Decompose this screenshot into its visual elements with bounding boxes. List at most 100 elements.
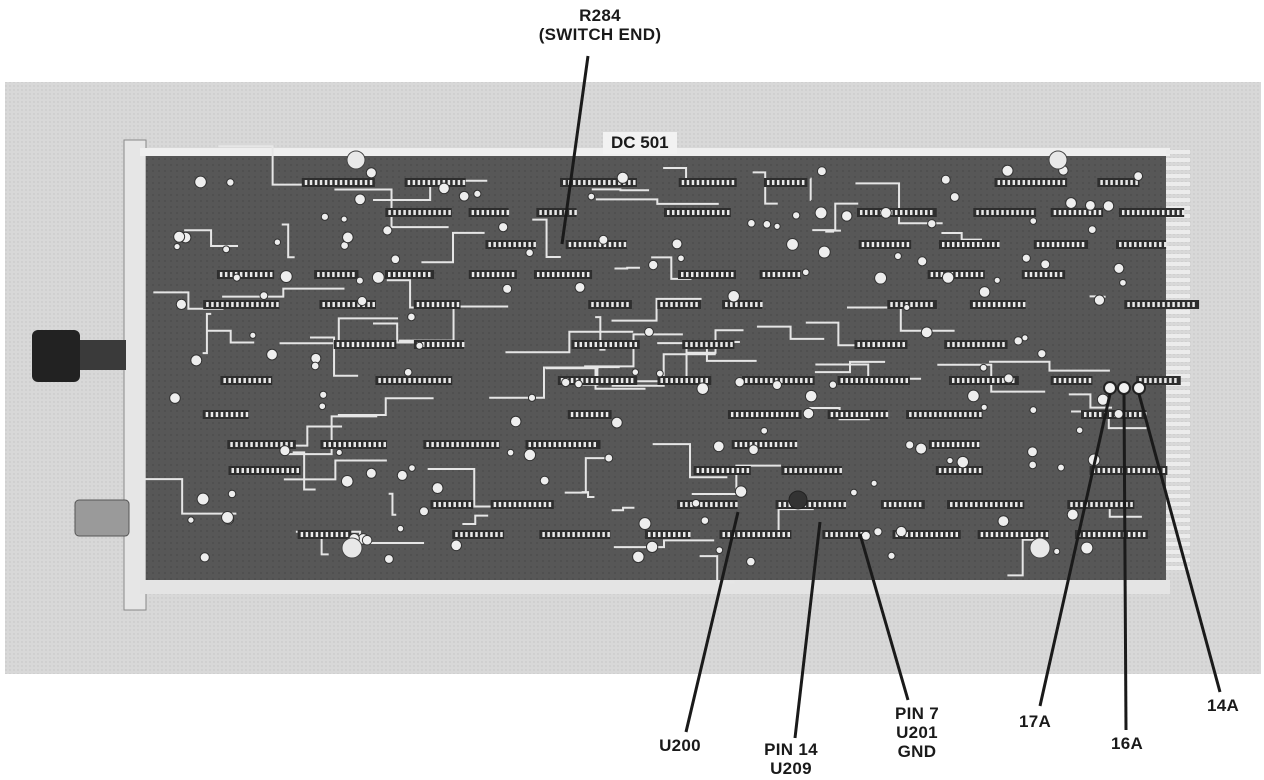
solder-pad (1040, 259, 1051, 270)
edge-finger (1166, 334, 1190, 338)
ic-chip (677, 270, 737, 279)
solder-pad (895, 525, 907, 538)
solder-pad (319, 390, 328, 399)
test-point-17a (1103, 381, 1117, 395)
solder-pad (1028, 460, 1037, 470)
solder-pad (980, 403, 988, 411)
ic-chip (490, 500, 554, 509)
edge-finger (1166, 398, 1190, 402)
ic-chip (763, 178, 808, 187)
ic-chip (977, 530, 1049, 539)
ic-chip (228, 466, 301, 475)
callout-pin7-line1: PIN 7 (894, 704, 940, 723)
solder-pad (691, 498, 701, 508)
trace (941, 231, 982, 241)
edge-finger (1166, 510, 1190, 514)
trace (699, 555, 735, 584)
solder-pad (502, 283, 513, 294)
edge-finger (1166, 542, 1190, 546)
trace (812, 202, 859, 232)
solder-pad (746, 556, 756, 567)
solder-pad (1119, 278, 1127, 287)
callout-17a-line1: 17A (1018, 712, 1052, 731)
solder-pad (762, 220, 772, 229)
ic-chip (719, 530, 792, 539)
edge-finger (1166, 166, 1190, 170)
edge-finger (1166, 550, 1190, 554)
ic-chip (227, 440, 296, 449)
ic-chip (533, 270, 593, 279)
leader-line-r284 (560, 55, 590, 245)
edge-finger (1166, 430, 1190, 434)
leader-line-14a (1137, 393, 1222, 693)
edge-finger (1166, 414, 1190, 418)
solder-pad (1084, 199, 1096, 211)
ic-chip (969, 300, 1026, 309)
board-title: DC 501 (603, 132, 677, 154)
solder-pad (841, 210, 853, 222)
ic-chip (944, 340, 1008, 349)
solder-pad (438, 182, 450, 195)
edge-finger (1166, 366, 1190, 370)
ic-chip (781, 466, 843, 475)
ic-chip (216, 270, 275, 279)
ic-chip (1050, 208, 1104, 217)
test-point-14a (1132, 381, 1146, 395)
trace (989, 360, 1110, 372)
trace (584, 333, 683, 368)
callout-r284-line2: (SWITCH END) (538, 25, 662, 44)
ic-chip (880, 500, 925, 509)
ic-chip (1021, 270, 1066, 279)
ic-chip (571, 340, 640, 349)
ic-chip (858, 240, 912, 249)
solder-pads (169, 164, 1144, 567)
ic-chip (1074, 530, 1148, 539)
edge-finger (1166, 518, 1190, 522)
ic-chip (539, 530, 611, 539)
bottom-rail (140, 580, 1170, 594)
ic-chip (837, 376, 910, 385)
trace (814, 360, 886, 374)
ic-chip (297, 530, 352, 539)
edge-finger (1166, 502, 1190, 506)
edge-finger (1166, 150, 1190, 154)
callout-17a: 17A (1000, 712, 1070, 731)
ic-chip (1050, 376, 1093, 385)
trace (283, 459, 387, 481)
solder-pad (310, 361, 320, 371)
solder-pad (773, 222, 781, 230)
solder-pad (940, 174, 951, 185)
solder-pad (279, 445, 291, 457)
solder-pad (1003, 373, 1014, 384)
callout-16a: 16A (1092, 734, 1162, 753)
ic-chip (375, 376, 453, 385)
solder-pad (967, 389, 980, 403)
callout-pin14-line2: U209 (770, 759, 812, 778)
ic-chip (731, 440, 798, 449)
ic-chip (536, 208, 577, 217)
callout-pin14: PIN 14 U209 (746, 740, 836, 778)
solder-pad (574, 379, 583, 389)
solder-pad (1093, 294, 1106, 306)
solder-pad (354, 193, 366, 206)
trace (611, 353, 716, 387)
solder-pad (734, 377, 745, 388)
callout-r284: R284 (SWITCH END) (510, 6, 690, 44)
solder-pad (1066, 508, 1079, 521)
edge-finger (1166, 438, 1190, 442)
edge-finger (1166, 486, 1190, 490)
trace (222, 287, 345, 298)
ic-chip (423, 440, 500, 449)
edge-finger (1166, 238, 1190, 242)
trace (564, 457, 607, 494)
solder-pad (199, 552, 210, 563)
edge-finger (1166, 558, 1190, 562)
ic-chip (856, 208, 937, 217)
ic-chip (1116, 240, 1167, 249)
ic-chip (928, 440, 981, 449)
ic-chip (682, 340, 735, 349)
callout-pin7-line3: GND (897, 742, 937, 761)
callout-u200-line1: U200 (659, 736, 701, 755)
edge-finger (1166, 286, 1190, 290)
